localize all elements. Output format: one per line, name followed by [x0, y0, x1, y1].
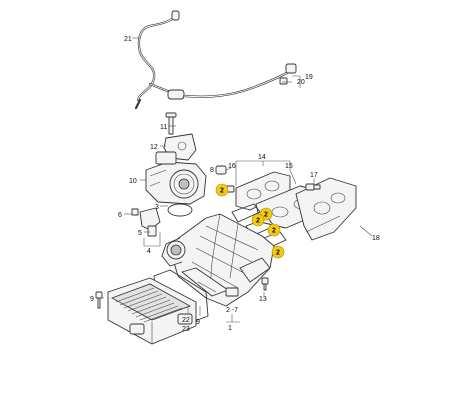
label-14: 14 — [258, 154, 266, 161]
callout-marker-3: 2 — [251, 213, 265, 227]
label-1: 1 — [228, 325, 232, 332]
svg-text:2: 2 — [256, 218, 260, 225]
label-16: 16 — [228, 163, 236, 170]
bolt-13 — [261, 277, 269, 291]
label-3: 3 — [155, 204, 159, 211]
label-20: 20 — [297, 79, 305, 86]
callout-marker-1: 2 — [215, 183, 229, 197]
bolt-9 — [95, 291, 103, 309]
label-9: 9 — [196, 319, 200, 326]
label-2-7: 2 -7 — [226, 307, 238, 314]
svg-text:2: 2 — [264, 212, 268, 219]
sensor-5 — [131, 207, 161, 237]
callout-marker-5: 2 — [271, 245, 285, 259]
svg-text:2: 2 — [220, 188, 224, 195]
intake-manifold-1 — [161, 213, 275, 307]
label-22: 22 — [182, 317, 190, 324]
fastener-16 — [215, 165, 227, 175]
hose-clip — [279, 77, 288, 85]
part-labels: 21 20 19 11 12 10 3 6 5 4 7 8 16 14 15 1… — [90, 36, 380, 333]
gasket-3 — [167, 203, 193, 217]
label-12: 12 — [150, 144, 158, 151]
hose-valve — [167, 89, 185, 100]
label-6: 6 — [118, 212, 122, 219]
label-8: 8 — [210, 167, 214, 174]
label-15: 15 — [285, 163, 293, 170]
charge-air-cooler-23 — [107, 277, 197, 345]
leader-lines — [96, 37, 373, 323]
label-17: 17 — [310, 172, 318, 179]
manifold-gasket-set — [235, 171, 357, 241]
bolt-11 — [168, 115, 174, 135]
svg-text:2: 2 — [276, 250, 280, 257]
bolt-6 — [131, 208, 139, 216]
label-5: 5 — [138, 230, 142, 237]
label-10: 10 — [129, 178, 137, 185]
label-11: 11 — [160, 124, 167, 131]
label-23: 23 — [182, 326, 190, 333]
vacuum-hose-assembly — [134, 10, 297, 110]
hose-end-connector — [171, 10, 180, 21]
callout-marker-4: 2 — [267, 223, 281, 237]
throttle-body-10 — [145, 151, 207, 205]
label-4: 4 — [147, 248, 151, 255]
label-21: 21 — [124, 36, 132, 43]
label-13: 13 — [259, 296, 267, 303]
label-19: 19 — [305, 74, 313, 81]
hose-t-connector — [285, 63, 297, 74]
svg-text:2: 2 — [272, 228, 276, 235]
bolt-17 — [305, 183, 321, 191]
label-18: 18 — [372, 235, 380, 242]
label-9-left: 9 — [90, 296, 94, 303]
